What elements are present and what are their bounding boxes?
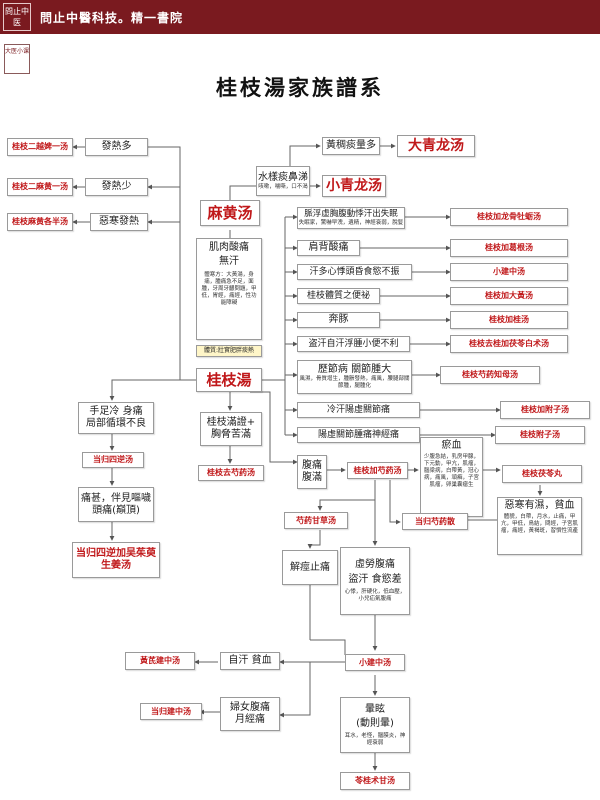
manzheng-line1: 桂枝滿證+ (206, 417, 256, 428)
brand-logo: 問止中医 (3, 3, 31, 31)
guizhi-ermahuang-node: 桂枝二麻黄一汤 (7, 178, 73, 196)
xulao-line2: 盜汗 食慾差 (348, 574, 402, 586)
daohan-node: 盗汗自汗浮腫小便不利 (297, 336, 410, 352)
yuxue-list: 少腹急結，乳房甲腺，下元動，甲亢，肌瘤，腦梁病，白帶黃，冠心病，痛風，頑癬，子宮… (423, 454, 479, 488)
mahuang-desc: 肌肉酸痛 無汗 體寒方：大黃湯，身痛，腫痛急不足，面腫，牙周牙齦問題，甲低，胃經… (196, 238, 262, 340)
tizhi-bianmi-node: 桂枝體質之便祕 (297, 288, 380, 304)
brand-name: 問止中醫科技。精一書院 (40, 11, 184, 25)
lijie-sub: 風濕，骨質增生，腫脹發熱，痛風，腰腿部關節腫，腿腫化 (299, 376, 410, 389)
futong-node: 腹痛 腹滿 (297, 455, 327, 489)
shaoyao-zhimu-node: 桂枝芍药知母汤 (440, 366, 540, 384)
zihan-node: 自汗 貧血 (220, 652, 280, 670)
shuiyang-node: 水樣痰鼻涕 咳嗽，喘嘶，口不渴 (256, 166, 310, 196)
page-title: 桂枝湯家族譜系 (216, 75, 384, 100)
tongshen-line1: 痛甚，伴見嘔噦 (81, 492, 151, 504)
xuanyun-sub: 耳水，老怪，腦膜炎，神經衰弱 (344, 732, 406, 746)
fuke-node: 婦女腹痛 月經痛 (220, 697, 280, 731)
shuiyang-sub: 咳嗽，喘嘶，口不渴 (258, 183, 308, 190)
linggui-zhugan-node: 苓桂术甘汤 (340, 772, 410, 790)
shaoyao-gancao-node: 芍药甘草汤 (284, 512, 348, 529)
fare-shao-node: 發熱少 (85, 178, 148, 196)
huangqi-jianzhong-node: 黃芪建中汤 (125, 652, 195, 670)
xuanyun-line2: (動則暈) (356, 717, 394, 729)
fuzi-node: 桂枝加附子汤 (500, 401, 590, 419)
danggui-jianzhong-node: 当归建中汤 (140, 703, 202, 720)
huangtan-node: 黃稠痰量多 (322, 137, 380, 155)
lenghan-node: 冷汗陽虛關節痛 (297, 402, 420, 418)
seal-stamp: 大医小课 (4, 44, 30, 74)
danggui-sini-node: 当归四逆汤 (82, 452, 144, 468)
maixu-node: 脈浮虛胸腹動悸汗出失眠 失眠家，驚嚇早洩，遺精，神經衰弱，脫髮 (297, 207, 405, 229)
shuiyang-title: 水樣痰鼻涕 (258, 171, 308, 183)
futong-line2: 腹滿 (302, 472, 322, 483)
longgu-muli-node: 桂枝加龙骨牡蛎汤 (450, 208, 568, 226)
bentun-node: 奔豚 (297, 312, 380, 328)
maixu-sub: 失眠家，驚嚇早洩，遺精，神經衰弱，脫髮 (298, 219, 404, 226)
wuhan-youshi-title: 惡寒有濕，貧血 (504, 500, 575, 511)
futong-line1: 腹痛 (302, 460, 322, 471)
jiejing-node: 解痙止痛 (282, 550, 338, 585)
jianbei-node: 肩背酸痛 (297, 240, 360, 256)
maixu-title: 脈浮虛胸腹動悸汗出失眠 (304, 209, 398, 220)
jiashaoyao-node: 桂枝加芍药汤 (347, 462, 408, 479)
mahuang-desc-title: 肌肉酸痛 (209, 242, 249, 253)
jiagui-node: 桂枝加桂汤 (450, 311, 568, 329)
shouzu-line1: 手足冷 身痛 (89, 406, 143, 417)
shouzu-line2: 局部循環不良 (86, 418, 146, 429)
xulao-node: 虛勞腹痛 盜汗 食慾差 心悸，肝硬化，低血壓，小兒疝氣腹痛 (340, 547, 410, 615)
fuling-wan-node: 桂枝茯苓丸 (502, 465, 582, 483)
manzheng-line2: 胸脅苦滿 (211, 429, 251, 440)
yuxue-title: 瘀血 (441, 440, 462, 451)
mahuang-desc-list: 體寒方：大黃湯，身痛，腫痛急不足，面腫，牙周牙齦問題，甲低，胃經，痛經，性功能障… (201, 272, 257, 306)
yangxu-node: 陽虛關節腫痛神經痛 (297, 427, 420, 443)
guizhi-tang-node: 桂枝湯 (196, 368, 262, 392)
xiaoqinglong-node: 小青龙汤 (322, 175, 386, 197)
danggui-wuzhuyu-node: 当归四逆加吴茱萸生姜汤 (72, 542, 160, 578)
fuke-line1: 婦女腹痛 (230, 702, 270, 713)
tongshen-node: 痛甚，伴見嘔噦 頭痛(巔頂) (78, 487, 154, 522)
shouzu-node: 手足冷 身痛 局部循環不良 (78, 402, 154, 434)
wuhan-youshi-node: 惡寒有濕，貧血 體貌，白帶，月水，止痛，甲亢，甲低，鳥結，問經，子宮肌瘤，痛經，… (497, 497, 582, 555)
tongshen-line2: 頭痛(巔頂) (92, 504, 140, 516)
top-banner: 問止中医 問止中醫科技。精一書院 (0, 0, 600, 34)
lijie-node: 歷節病 關節腫大 風濕，骨質增生，腫脹發熱，痛風，腰腿部關節腫，腿腫化 (297, 360, 412, 394)
danggui-shaoyao-node: 当归芍药散 (402, 513, 468, 530)
xulao-title: 虛勞腹痛 (355, 559, 395, 571)
gegen-node: 桂枝加葛根汤 (450, 239, 568, 257)
dahuang-node: 桂枝加大黃汤 (450, 287, 568, 305)
mahuang-node: 麻黄汤 (200, 200, 260, 226)
mahuang-desc-sub: 無汗 (219, 256, 239, 267)
xiaojianzhong2-node: 小建中汤 (345, 654, 405, 671)
qushaoyao-node: 桂枝去芍药汤 (198, 465, 264, 481)
wuhan-youshi-list: 體貌，白帶，月水，止痛，甲亢，甲低，鳥結，問經，子宮肌瘤，痛經，黃褐斑，習慣性流… (500, 514, 578, 534)
daqinglong-node: 大青龙汤 (397, 135, 475, 157)
tizhi-note: 體質:壯實肥胖痰熱 (196, 345, 262, 357)
fuling-baizhu-node: 桂枝去桂加茯苓白术汤 (450, 335, 568, 353)
xiaojianzhong-node: 小建中汤 (450, 263, 568, 281)
guizhi-mahuang-geban-node: 桂枝麻黄各半汤 (7, 213, 73, 231)
yuxue-node: 瘀血 少腹急結，乳房甲腺，下元動，甲亢，肌瘤，腦梁病，白帶黃，冠心病，痛風，頑癬… (420, 437, 483, 517)
handuo-node: 汗多心悸頭昏食慾不振 (297, 264, 412, 280)
xuanyun-title: 暈眩 (365, 703, 385, 715)
lijie-title: 歷節病 關節腫大 (317, 364, 392, 376)
wuhan-fare-node: 惡寒發熱 (90, 213, 148, 231)
xulao-sub: 心悸，肝硬化，低血壓，小兒疝氣腹痛 (344, 589, 406, 602)
fuke-line2: 月經痛 (235, 714, 265, 725)
guizhi-eryuebi-node: 桂枝二越婢一汤 (7, 138, 73, 156)
xuanyun-node: 暈眩 (動則暈) 耳水，老怪，腦膜炎，神經衰弱 (340, 697, 410, 753)
fuzi2-node: 桂枝附子汤 (495, 426, 585, 444)
manzheng-node: 桂枝滿證+ 胸脅苦滿 (200, 412, 262, 446)
fare-duo-node: 發熱多 (85, 138, 148, 156)
